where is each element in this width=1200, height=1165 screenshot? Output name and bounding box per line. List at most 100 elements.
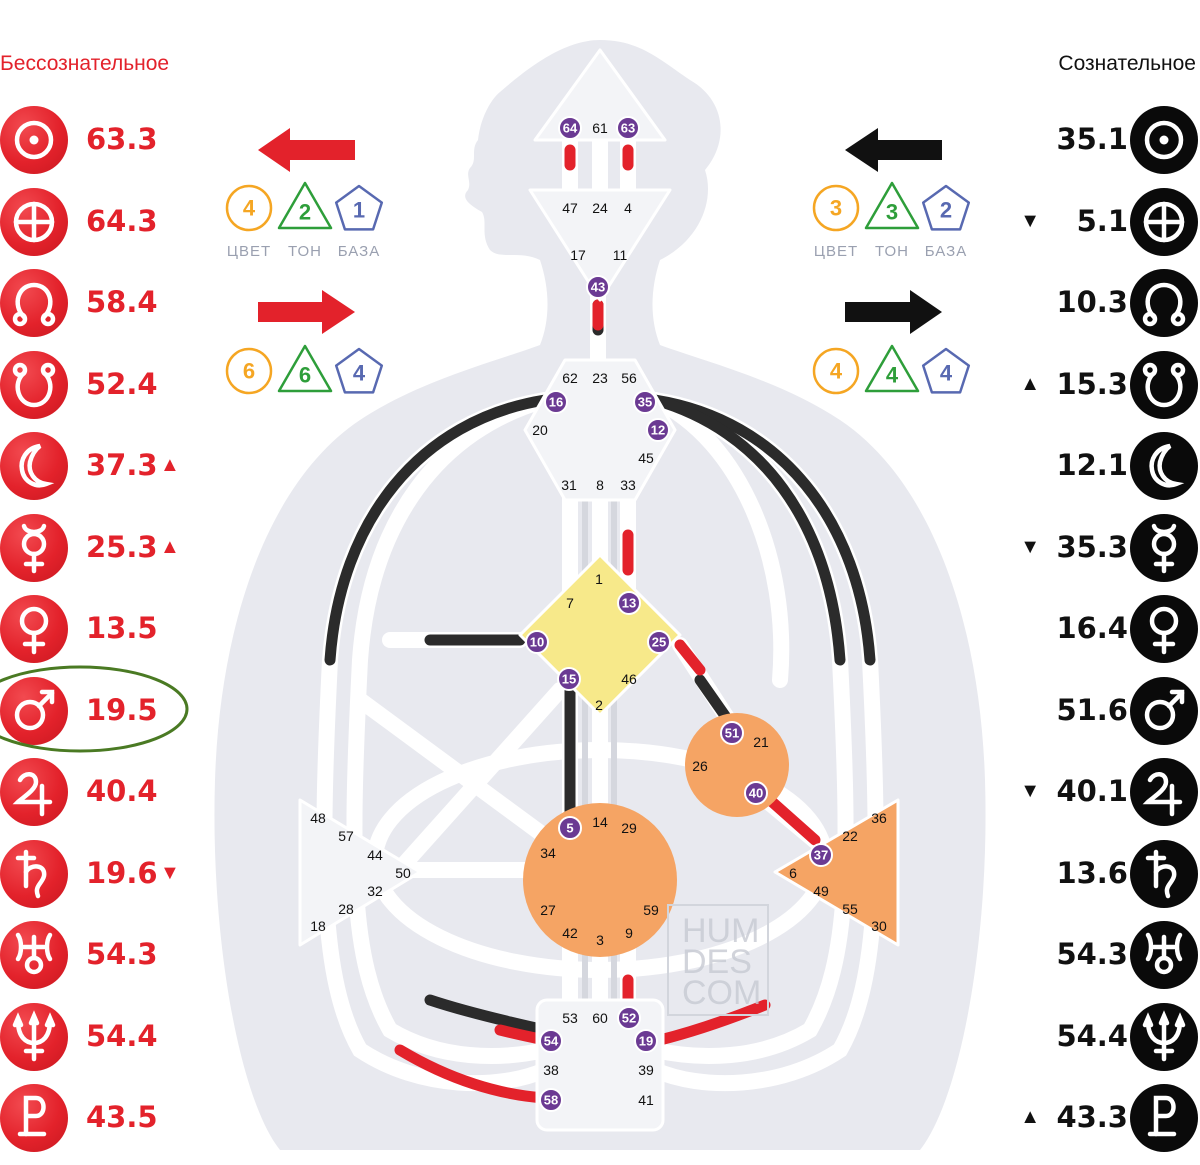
gate-40: 40 [744,781,768,805]
arrow-right-red [258,290,355,334]
gate-line-value: 10.3 [1056,285,1128,319]
color-badge: 6 [225,347,273,395]
gate-5: 5 [558,816,582,840]
gate-line-value: 64.3 [86,203,158,238]
gate-3: 3 [596,932,604,948]
gate-55: 55 [842,901,858,917]
gate-31: 31 [561,477,577,493]
svg-text:60: 60 [592,1010,608,1026]
conscious-row-earth: 5.1▼ [1000,187,1200,258]
sacral-center [523,803,677,957]
svg-text:28: 28 [338,901,354,917]
saturn-icon [1130,839,1198,908]
gate-28: 28 [338,901,354,917]
unconscious-row-sun: 63.3 [0,106,200,176]
gate-8: 8 [596,477,604,493]
gate-line-value: 52.4 [86,366,158,401]
jupiter-icon [1130,758,1198,826]
gate-51: 51 [720,721,744,745]
gate-line-value: 12.1 [1056,448,1128,482]
gate-line-value: 19.6 [86,855,158,890]
unconscious-row-venus: 13.5 [0,595,200,665]
body-silhouette [214,40,986,1150]
gate-9: 9 [625,925,633,941]
variable-arrows [258,128,942,334]
gate-line-value: 54.3 [1056,937,1128,971]
moon-icon [1130,432,1198,500]
svg-text:42: 42 [562,925,578,941]
svg-text:11: 11 [613,247,628,263]
mercury-icon [0,513,68,582]
svg-text:HUM: HUM [682,912,759,950]
triangle-down-icon: ▼ [1020,780,1040,802]
svg-text:56: 56 [621,370,637,386]
variable-label-2: БАЗА [925,243,967,260]
sun-icon [1130,106,1198,174]
svg-text:25: 25 [652,635,666,650]
gate-13: 13 [617,591,641,615]
svg-text:4: 4 [886,363,899,388]
svg-text:46: 46 [621,671,637,687]
unconscious-row-moon: 37.3▲ [0,432,200,502]
svg-text:COM: COM [682,974,761,1012]
gate-35: 35 [633,390,657,414]
svg-text:2: 2 [299,200,311,225]
conscious-row-mars: 51.6 [1000,676,1200,747]
spleen-center [298,798,422,947]
svg-text:57: 57 [338,828,354,844]
triangle-up-icon: ▲ [160,535,180,558]
svg-text:2: 2 [940,198,952,223]
g-center [518,553,682,717]
venus-icon [0,595,68,663]
svg-text:4: 4 [940,361,953,386]
arrow-left-red [258,128,355,172]
svg-text:22: 22 [842,828,858,844]
svg-text:20: 20 [532,422,548,438]
gate-42: 42 [562,925,578,941]
gate-10: 10 [525,630,549,654]
gate-line-value: 15.3 [1056,366,1128,401]
gate-line-value: 25.3 [86,529,158,564]
unconscious-row-mercury: 25.3▲ [0,513,200,584]
svg-text:6: 6 [789,865,797,881]
tone-badge: 3 [864,181,920,230]
svg-text:58: 58 [544,1093,558,1108]
gate-line-value: 5.1 [1076,203,1128,238]
channels [316,127,884,1104]
svg-text:10: 10 [530,635,544,650]
triangle-up-icon: ▲ [1020,1106,1040,1128]
svg-text:13: 13 [622,596,636,611]
svg-text:1: 1 [595,571,603,587]
pluto-icon [1130,1084,1198,1152]
base-badge: 1 [334,184,384,231]
svg-text:40: 40 [749,786,763,801]
svg-text:37: 37 [814,848,828,863]
gate-7: 7 [566,595,574,611]
gate-14: 14 [592,814,608,830]
gate-line-value: 16.4 [1056,611,1128,645]
root-center [535,998,665,1132]
pluto-icon [0,1084,68,1152]
mars-icon [1130,676,1198,745]
conscious-row-jupiter: 40.1▼ [1000,758,1200,828]
gate-line-value: 13.6 [1056,855,1128,890]
svg-text:16: 16 [549,395,563,410]
svg-text:36: 36 [871,810,887,826]
mars-icon [0,676,68,745]
svg-text:44: 44 [367,847,383,863]
svg-text:6: 6 [299,363,311,388]
gate-line-value: 51.6 [1056,692,1128,727]
solar-plexus-center [773,798,900,947]
gate-line-value: 37.3 [86,448,158,482]
svg-text:29: 29 [621,820,637,836]
gate-62: 62 [562,370,578,386]
north-node-icon [0,269,68,337]
svg-text:4: 4 [624,200,632,216]
ajna-center [528,188,672,302]
gate-60: 60 [592,1010,608,1026]
svg-text:31: 31 [561,477,577,493]
neptune-icon [0,1002,68,1071]
svg-text:32: 32 [367,883,383,899]
svg-text:8: 8 [596,477,604,493]
